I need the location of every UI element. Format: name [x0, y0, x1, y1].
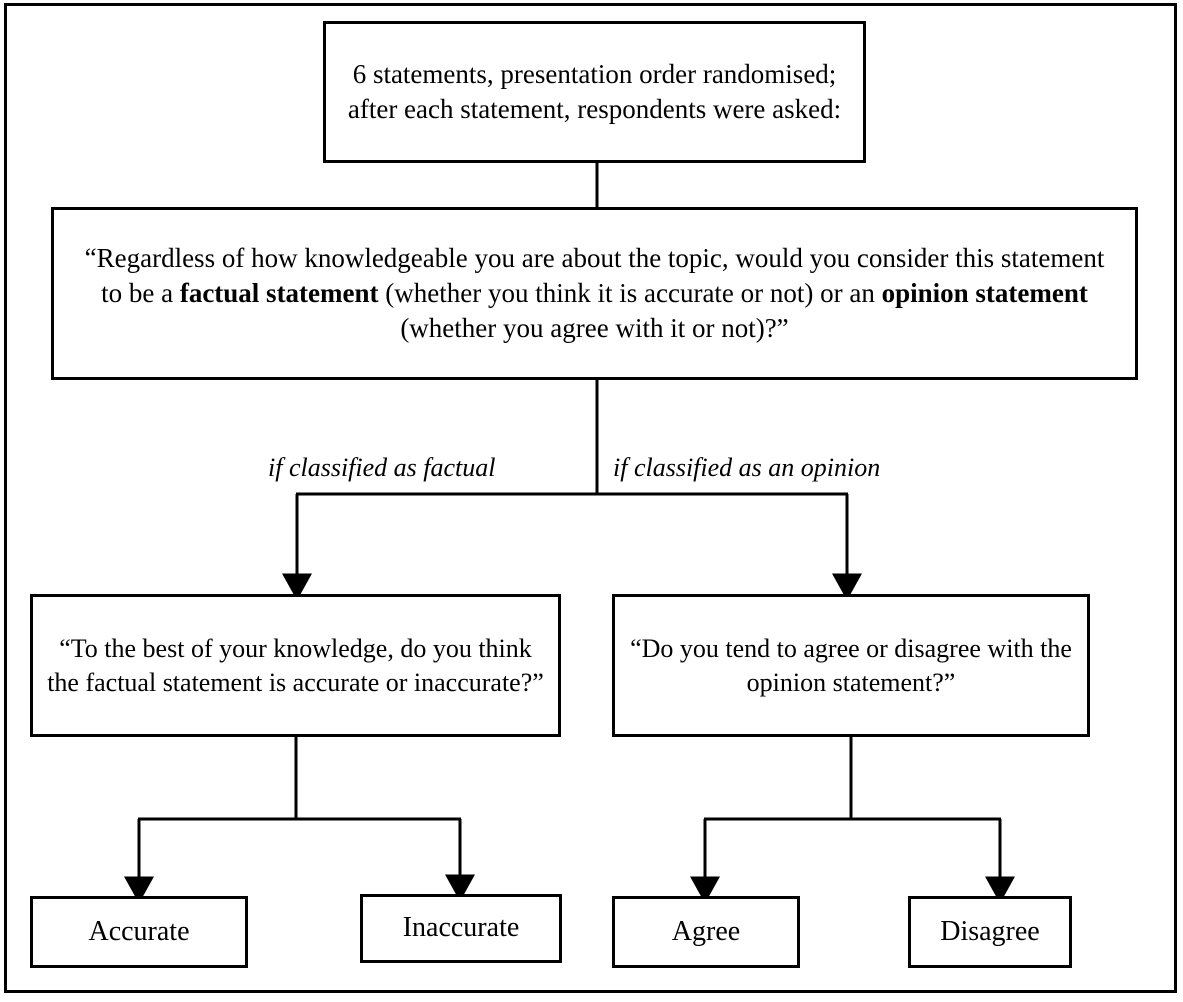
- node-question: “Regardless of how knowledgeable you are…: [51, 207, 1138, 380]
- node-agree-label: Agree: [671, 915, 741, 947]
- node-intro: 6 statements, presentation order randomi…: [323, 21, 866, 163]
- node-factual-followup: “To the best of your knowledge, do you t…: [30, 594, 561, 737]
- node-accurate-label: Accurate: [88, 915, 190, 947]
- edge-label-if-classified-as-opinion: if classified as an opinion: [613, 453, 881, 482]
- diagram-outer-frame: [4, 3, 1177, 993]
- node-inaccurate-label: Inaccurate: [402, 912, 520, 944]
- node-inaccurate: Inaccurate: [360, 894, 562, 963]
- node-factual-followup-label: “To the best of your knowledge, do you t…: [47, 633, 544, 697]
- node-accurate: Accurate: [30, 896, 248, 968]
- node-disagree-label: Disagree: [940, 915, 1040, 947]
- node-agree: Agree: [612, 896, 800, 968]
- node-question-label: “Regardless of how knowledgeable you are…: [84, 242, 1105, 344]
- node-disagree: Disagree: [908, 896, 1072, 968]
- node-opinion-followup: “Do you tend to agree or disagree with t…: [612, 594, 1090, 737]
- node-opinion-followup-label: “Do you tend to agree or disagree with t…: [630, 633, 1072, 697]
- node-intro-label: 6 statements, presentation order randomi…: [347, 58, 842, 124]
- edge-label-if-classified-as-factual: if classified as factual: [268, 453, 496, 482]
